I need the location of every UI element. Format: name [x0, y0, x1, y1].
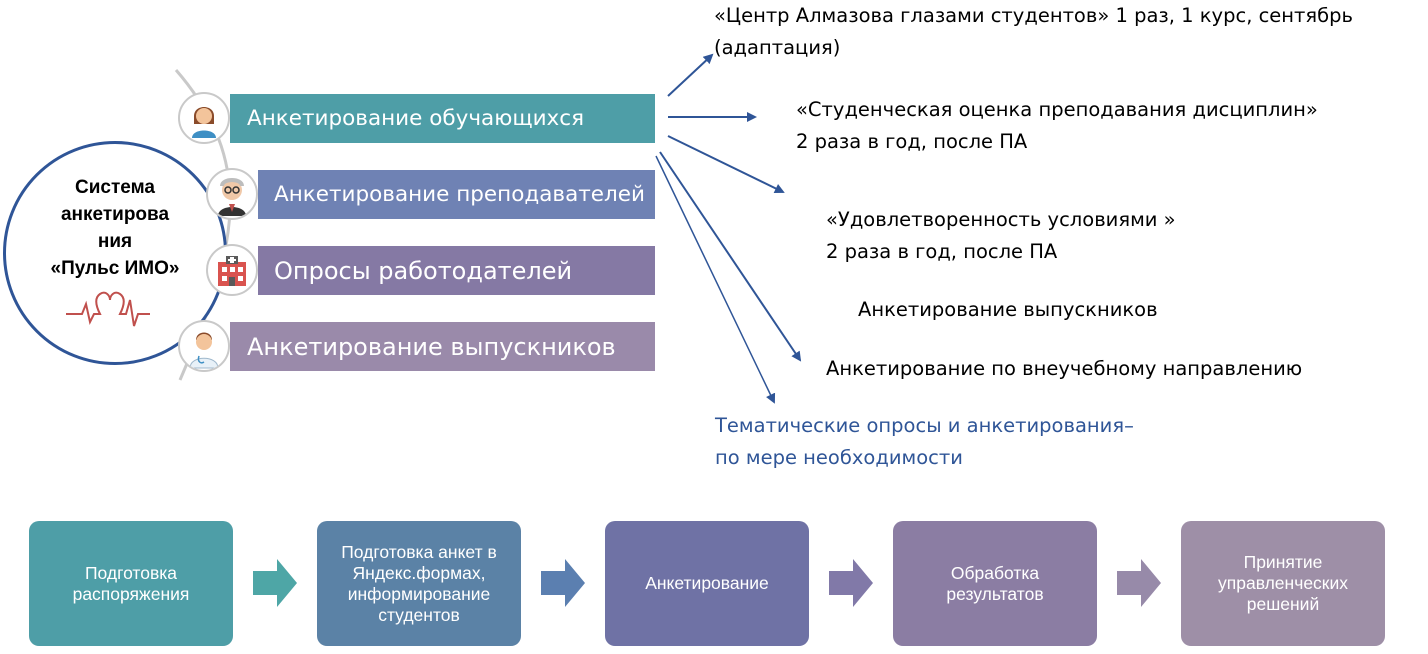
- note-extracurricular: Анкетирование по внеучебному направлению: [826, 353, 1302, 385]
- note-line: «Удовлетворенность условиями »: [826, 208, 1176, 231]
- bar-teacher-survey: Анкетирование преподавателей: [258, 170, 655, 219]
- arrow-to-note-3: [667, 135, 785, 193]
- process-step-label: Принятие управленческих решений: [1218, 552, 1348, 614]
- process-arrow-1: [253, 559, 297, 607]
- process-step-2: Подготовка анкет в Яндекс.формах, информ…: [317, 521, 521, 646]
- note-line: Анкетирование по внеучебному направлению: [826, 357, 1303, 380]
- elderly-teacher-icon: [206, 168, 258, 220]
- note-line: 2 раза в год, после ПА: [826, 240, 1058, 263]
- arrow-to-note-5: [659, 151, 802, 362]
- note-line: Тематические опросы и анкетирования–: [715, 414, 1134, 437]
- process-step-label: Обработка результатов: [946, 562, 1044, 604]
- bar-label: Опросы работодателей: [274, 256, 573, 285]
- note-satisfaction: «Удовлетворенность условиями » 2 раза в …: [826, 204, 1176, 268]
- process-step-1: Подготовка распоряжения: [29, 521, 233, 646]
- note-line: (адаптация): [714, 36, 841, 59]
- arrow-to-note-6: [655, 155, 776, 404]
- bar-employer-survey: Опросы работодателей: [258, 246, 655, 295]
- note-thematic-surveys: Тематические опросы и анкетирования– по …: [715, 410, 1134, 474]
- note-line: «Студенческая оценка преподавания дисцип…: [796, 98, 1318, 121]
- bar-label: Анкетирование обучающихся: [247, 106, 585, 131]
- process-arrow-3: [829, 559, 873, 607]
- heartbeat-icon: [66, 291, 150, 327]
- bar-student-survey: Анкетирование обучающихся: [230, 94, 655, 143]
- note-line: «Центр Алмазова глазами студентов» 1 раз…: [714, 4, 1354, 27]
- system-title: Система анкетирова ния «Пульс ИМО»: [50, 177, 180, 279]
- bar-label: Анкетирование преподавателей: [274, 182, 645, 207]
- process-step-label: Подготовка распоряжения: [72, 562, 190, 604]
- bar-label: Анкетирование выпускников: [247, 332, 616, 361]
- process-step-3: Анкетирование: [605, 521, 809, 646]
- process-step-label: Подготовка анкет в Яндекс.формах, информ…: [341, 541, 497, 625]
- process-step-label: Анкетирование: [645, 573, 769, 593]
- process-step-5: Принятие управленческих решений: [1181, 521, 1385, 646]
- note-line: 2 раза в год, после ПА: [796, 130, 1028, 153]
- note-graduates: Анкетирование выпускников: [858, 294, 1158, 326]
- note-line: Анкетирование выпускников: [858, 298, 1158, 321]
- process-step-4: Обработка результатов: [893, 521, 1097, 646]
- process-arrow-4: [1117, 559, 1161, 607]
- female-student-icon: [178, 92, 230, 144]
- doctor-icon: [178, 320, 230, 372]
- arrow-to-note-1: [667, 53, 714, 97]
- note-line: по мере необходимости: [715, 446, 963, 469]
- process-arrow-2: [541, 559, 585, 607]
- note-teaching-evaluation: «Студенческая оценка преподавания дисцип…: [796, 94, 1318, 158]
- bar-graduate-survey: Анкетирование выпускников: [230, 322, 655, 371]
- note-almazov-centre: «Центр Алмазова глазами студентов» 1 раз…: [714, 0, 1353, 64]
- hospital-building-icon: [206, 244, 258, 296]
